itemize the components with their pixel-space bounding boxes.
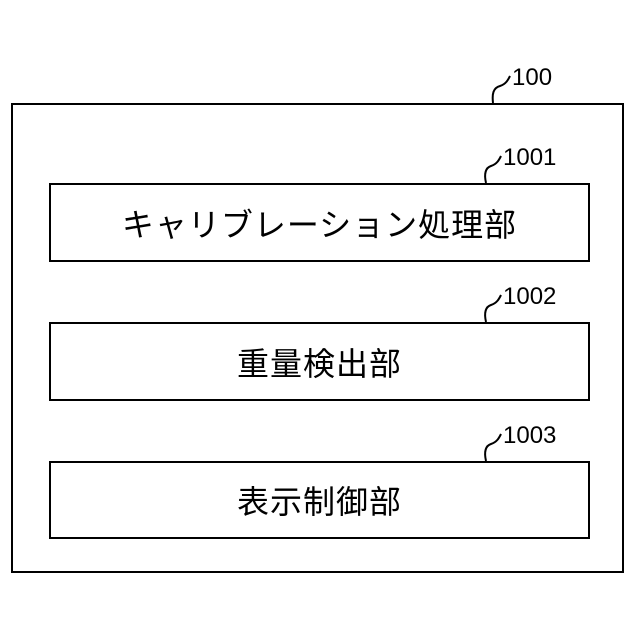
- leader-line-100: [493, 76, 510, 103]
- leader-line-1002: [485, 295, 501, 322]
- ref-label-1001: 1001: [503, 146, 556, 170]
- ref-label-100: 100: [512, 66, 552, 90]
- ref-label-1002: 1002: [503, 285, 556, 309]
- leader-line-1003: [485, 434, 501, 461]
- ref-label-1003: 1003: [503, 424, 556, 448]
- leader-line-1001: [485, 156, 501, 183]
